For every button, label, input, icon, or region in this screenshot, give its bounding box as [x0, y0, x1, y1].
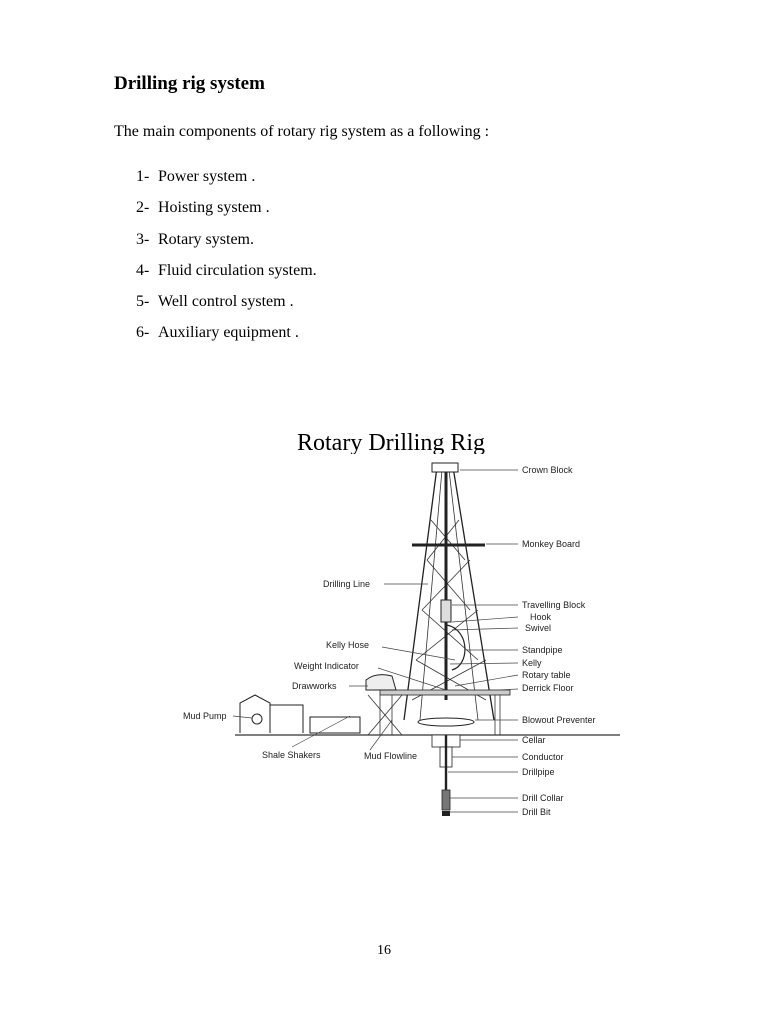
list-item: 1- Power system . [136, 166, 317, 197]
list-item-text: Rotary system. [158, 230, 254, 248]
travelling-block-label: Travelling Block [522, 600, 586, 610]
derrick-floor [379, 689, 511, 696]
list-item-text: Well control system . [158, 293, 294, 311]
list-item-text: Auxiliary equipment . [158, 324, 299, 342]
section-heading: Drilling rig system [114, 73, 265, 94]
monkey-board-label: Monkey Board [522, 539, 580, 549]
drilling-line-label: Drilling Line [323, 579, 370, 589]
list-item-number: 4- [136, 261, 150, 279]
crown-block-label: Crown Block [522, 465, 573, 475]
drillpipe-label: Drillpipe [522, 767, 555, 777]
drill-bit-label: Drill Bit [522, 807, 551, 817]
list-item-number: 2- [136, 199, 150, 217]
list-item-number: 3- [136, 230, 150, 248]
list-item-number: 1- [136, 168, 150, 185]
intro-paragraph: The main components of rotary rig system… [114, 123, 490, 140]
shale-shakers-label: Shale Shakers [262, 750, 321, 760]
swivel-label: Swivel [525, 623, 551, 633]
shale-shaker-tank [309, 716, 361, 734]
drill-bit [442, 811, 450, 816]
crown-block [431, 462, 459, 473]
kelly-label: Kelly [522, 658, 542, 668]
mud-pump-icon [251, 713, 263, 725]
list-item: 6- Auxiliary equipment . [136, 322, 317, 353]
derrick-floor-label: Derrick Floor [522, 683, 574, 693]
substructure [367, 694, 501, 736]
left-leaders [232, 583, 456, 751]
page-number: 16 [377, 943, 391, 958]
mud-flowline-label: Mud Flowline [364, 751, 417, 761]
conductor-label: Conductor [522, 752, 564, 762]
mud-pump-label: Mud Pump [183, 711, 227, 721]
drill-collar-label: Drill Collar [522, 793, 564, 803]
blowout-preventer [417, 717, 475, 727]
kelly-hose [446, 624, 466, 671]
list-item-text: Hoisting system . [158, 199, 270, 217]
blowout-preventer-label: Blowout Preventer [522, 715, 596, 725]
derrick [403, 466, 495, 721]
hook-label: Hook [530, 612, 552, 622]
rig-diagram: Crown Block Monkey Board Travelling Bloc… [183, 462, 620, 817]
right-leaders [448, 469, 519, 813]
kelly-hose-label: Kelly Hose [326, 640, 369, 650]
travelling-block [440, 599, 452, 623]
list-item: 2- Hoisting system . [136, 197, 317, 228]
drawworks-label: Drawworks [292, 681, 337, 691]
figure-title: Rotary Drilling Rig [297, 430, 485, 454]
drawworks [365, 674, 397, 691]
weight-indicator-label: Weight Indicator [294, 661, 359, 671]
standpipe-label: Standpipe [522, 645, 563, 655]
drill-collar [441, 789, 451, 811]
list-item: 4- Fluid circulation system. [136, 260, 317, 291]
list-item: 5- Well control system . [136, 291, 317, 322]
list-item-number: 6- [136, 324, 150, 342]
list-item-text: Fluid circulation system. [158, 261, 317, 279]
components-list: 1- Power system . 2- Hoisting system . 3- R… [136, 166, 317, 354]
rotary-table-label: Rotary table [522, 670, 571, 680]
cellar-label: Cellar [522, 735, 546, 745]
list-item-text: Power system . [158, 168, 256, 185]
mud-pump-house [239, 694, 304, 733]
list-item: 3- Rotary system. [136, 229, 317, 260]
list-item-number: 5- [136, 293, 150, 311]
